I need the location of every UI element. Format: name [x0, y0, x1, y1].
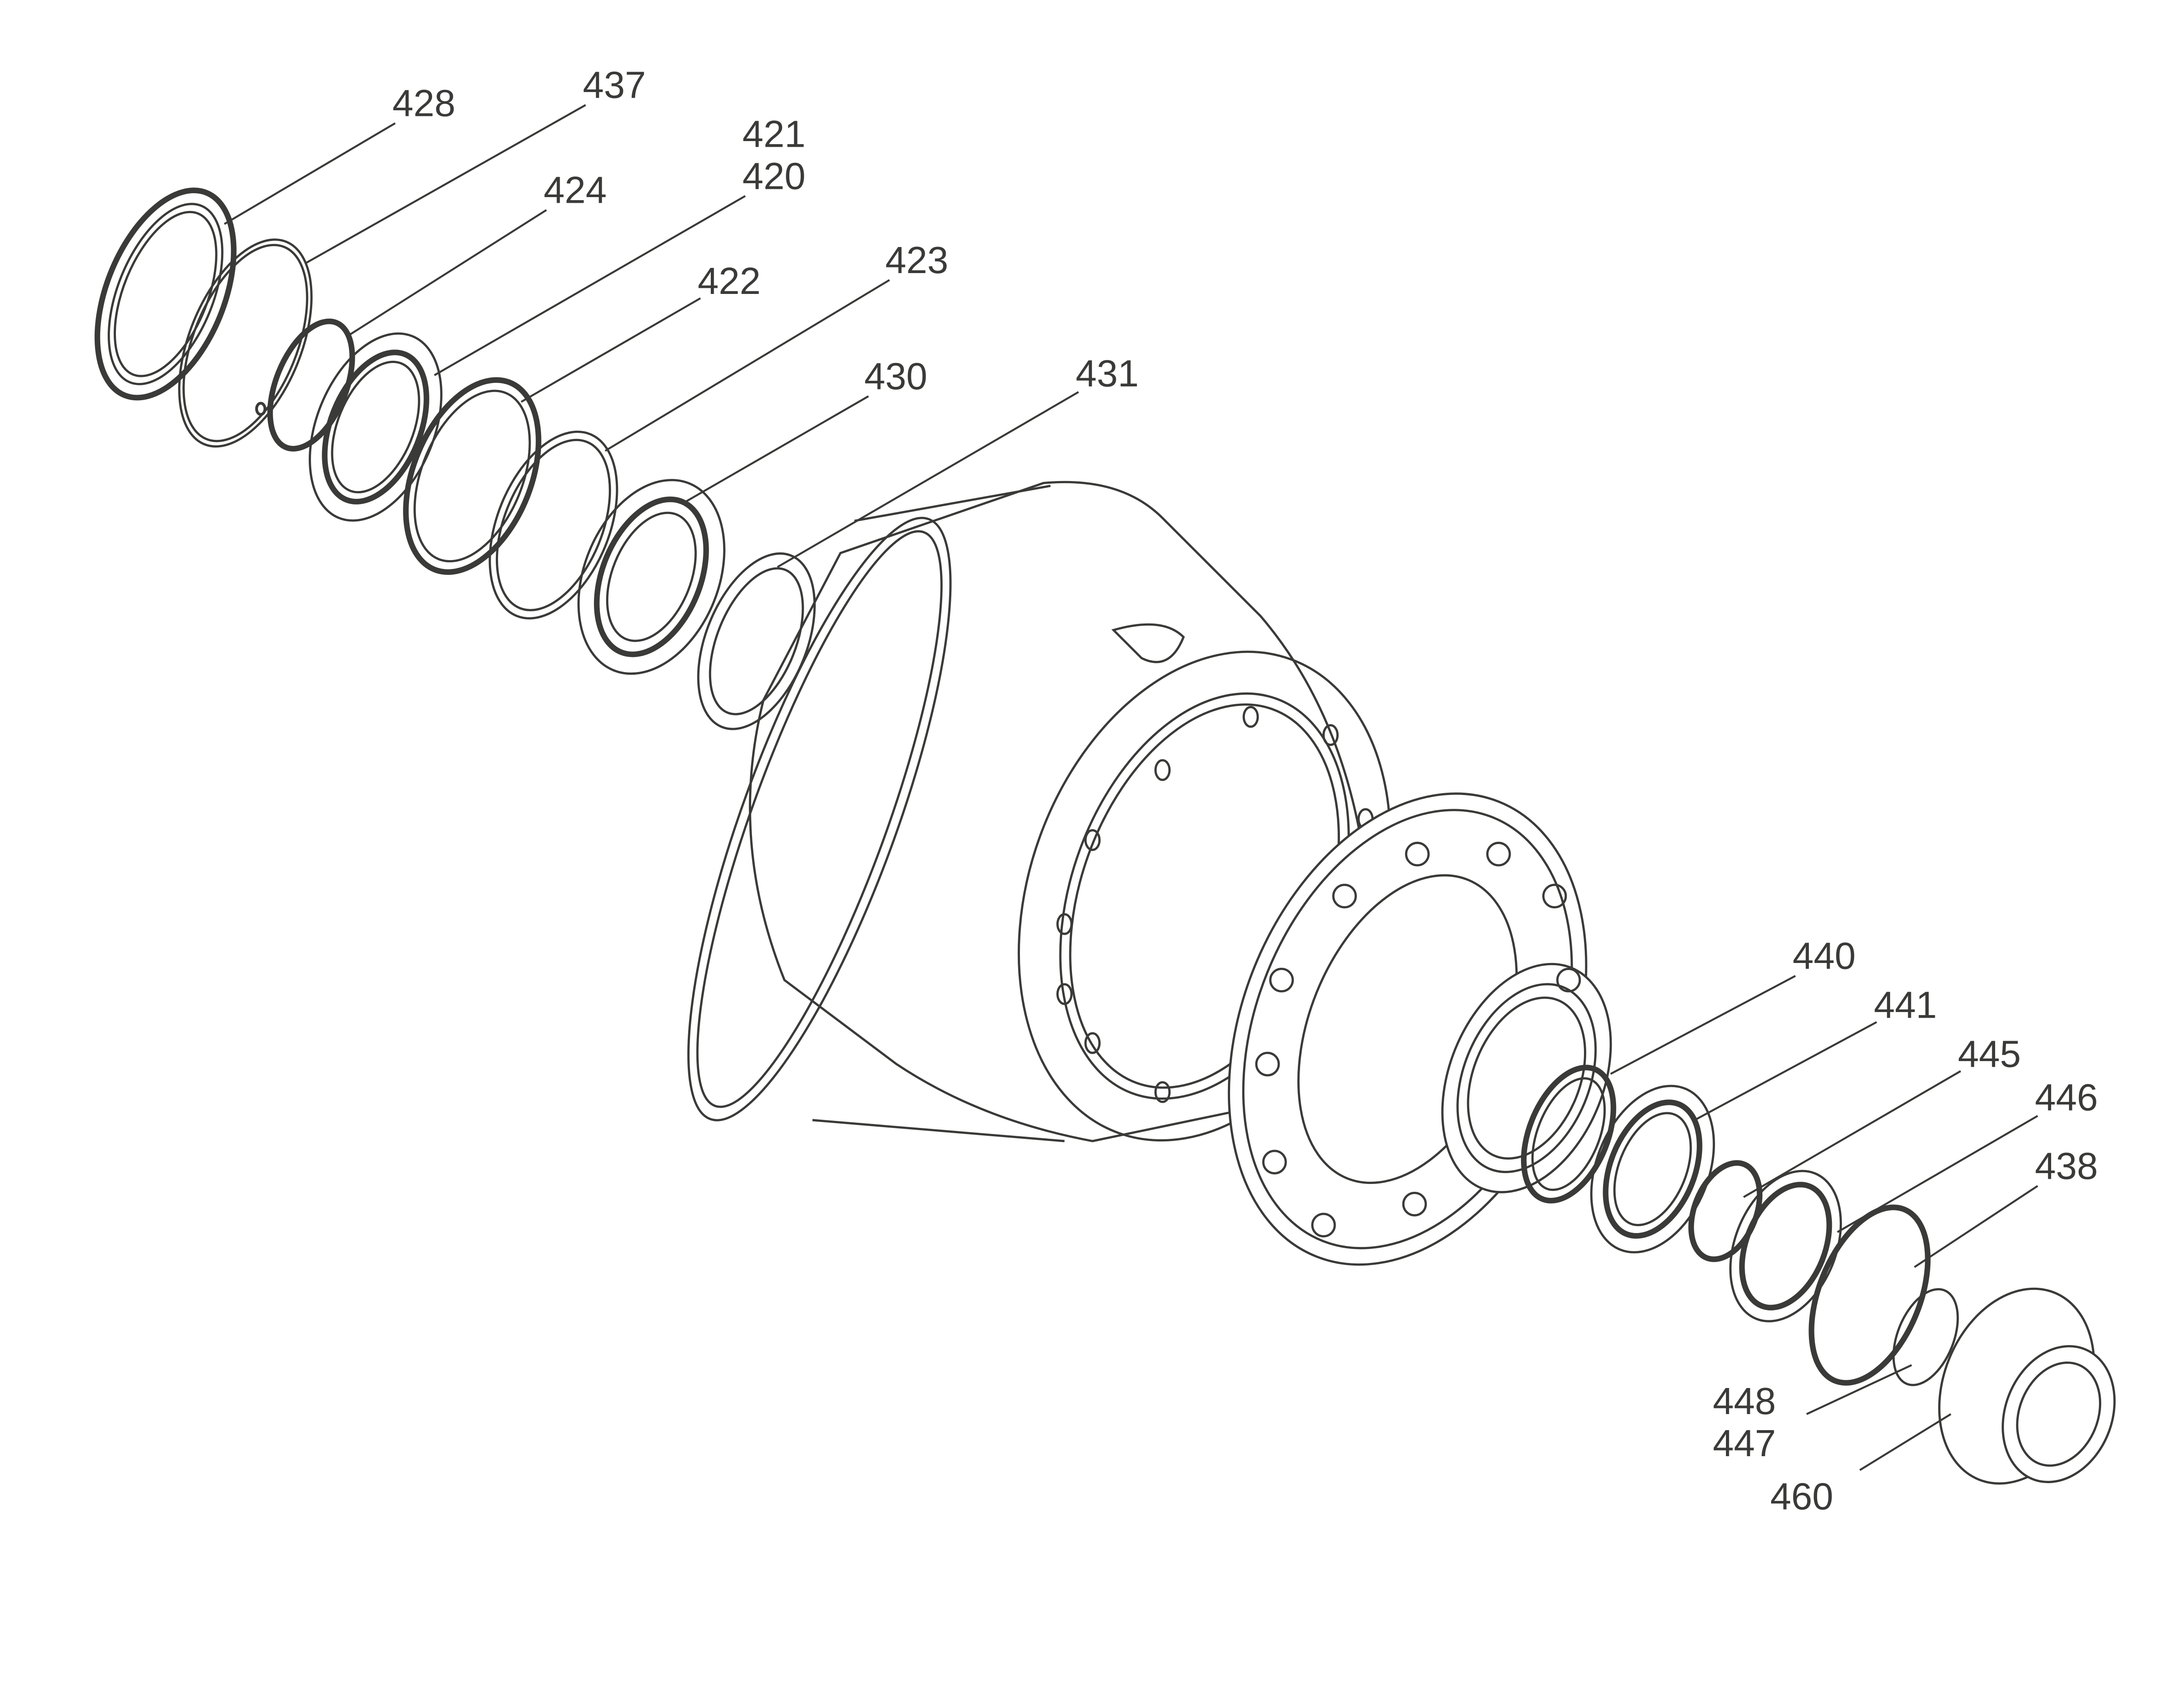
- label-430: 430: [864, 356, 927, 398]
- part-422-ring: [403, 377, 541, 575]
- brake-drum: [687, 481, 1392, 1142]
- part-431-cup: [697, 552, 816, 730]
- parts-diagram: 428 437 421 420 424 422 423 430 431 440 …: [94, 64, 2116, 1518]
- part-446-washer: [1729, 1170, 1842, 1322]
- wheel-hub: [1227, 792, 1612, 1266]
- part-430-bearing: [577, 479, 726, 675]
- label-440: 440: [1793, 935, 1856, 977]
- label-421: 421: [742, 113, 805, 155]
- part-423-ring: [488, 430, 618, 620]
- label-447: 447: [1713, 1422, 1776, 1464]
- label-460: 460: [1770, 1475, 1833, 1517]
- leader-lines: [224, 104, 2039, 1471]
- callout-labels: 428 437 421 420 424 422 423 430 431 440 …: [393, 64, 2098, 1518]
- part-428-seal: [94, 188, 237, 401]
- part-424-ring: [267, 318, 355, 452]
- part-438-snap-ring: [1808, 1204, 1931, 1386]
- label-422: 422: [698, 260, 761, 302]
- label-424: 424: [544, 169, 607, 211]
- label-441: 441: [1874, 984, 1937, 1026]
- label-431: 431: [1076, 353, 1138, 395]
- label-423: 423: [885, 239, 948, 281]
- part-460-hub-cap: [1938, 1287, 2116, 1485]
- label-445: 445: [1958, 1033, 2021, 1075]
- part-424-clip: [255, 402, 267, 416]
- label-438: 438: [2035, 1145, 2098, 1187]
- part-420-421-seal: [309, 332, 442, 522]
- label-446: 446: [2035, 1076, 2098, 1118]
- label-448: 448: [1713, 1380, 1776, 1422]
- part-437-snap-ring: [178, 238, 313, 448]
- label-428: 428: [393, 82, 455, 125]
- label-437: 437: [583, 64, 646, 106]
- part-440-cup: [1521, 1065, 1617, 1204]
- part-447-448-clip: [1892, 1288, 1959, 1386]
- label-420: 420: [742, 155, 805, 197]
- exploded-view-svg: 428 437 421 420 424 422 423 430 431 440 …: [94, 64, 2116, 1518]
